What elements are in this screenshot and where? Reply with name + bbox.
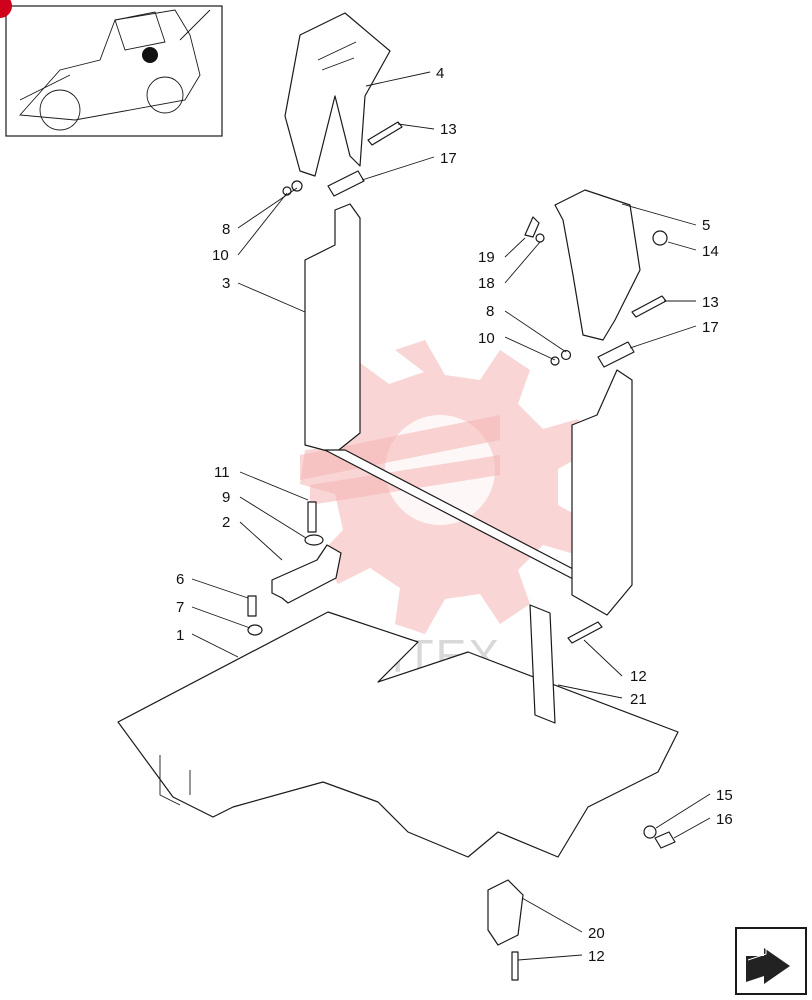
part-11-bolt bbox=[307, 501, 317, 533]
callout-19: 19 bbox=[478, 249, 495, 266]
location-dot bbox=[142, 47, 158, 63]
callout-12: 12 bbox=[630, 668, 647, 685]
part-21-plate bbox=[529, 604, 556, 724]
watermark-gear bbox=[300, 340, 590, 634]
callout-5: 5 bbox=[702, 217, 710, 234]
callout-18: 18 bbox=[478, 275, 495, 292]
part-13-bolt-right bbox=[631, 295, 667, 318]
callout-20: 20 bbox=[588, 925, 605, 942]
part-7-nut bbox=[247, 624, 263, 636]
callout-12: 12 bbox=[588, 948, 605, 965]
part-16-bushing bbox=[654, 831, 676, 849]
callout-7: 7 bbox=[176, 599, 184, 616]
callout-8: 8 bbox=[222, 221, 230, 238]
callout-10: 10 bbox=[478, 330, 495, 347]
callout-3: 3 bbox=[222, 275, 230, 292]
callout-1: 1 bbox=[176, 627, 184, 644]
callout-2: 2 bbox=[222, 514, 230, 531]
callout-4: 4 bbox=[436, 65, 444, 82]
part-15-washer bbox=[643, 825, 657, 839]
callout-9: 9 bbox=[222, 489, 230, 506]
part-12-bolt-lower bbox=[511, 951, 519, 981]
arrow-next-icon[interactable] bbox=[735, 927, 807, 995]
part-20-bracket bbox=[487, 879, 524, 946]
part-8-washer-left bbox=[291, 180, 303, 192]
callout-21: 21 bbox=[630, 691, 647, 708]
part-9-washer bbox=[304, 534, 324, 546]
callout-10: 10 bbox=[212, 247, 229, 264]
callout-11: 11 bbox=[214, 464, 230, 481]
part-10-nut-right bbox=[550, 356, 560, 366]
part-10-nut-left bbox=[282, 186, 292, 196]
callout-13: 13 bbox=[440, 121, 457, 138]
part-8-washer-right bbox=[560, 349, 572, 361]
callout-16: 16 bbox=[716, 811, 733, 828]
part-3-frame bbox=[304, 203, 633, 616]
part-4-bracket bbox=[284, 12, 391, 177]
callout-15: 15 bbox=[716, 787, 733, 804]
callout-13: 13 bbox=[702, 294, 719, 311]
part-18-washer bbox=[535, 233, 545, 243]
part-17-pin-right bbox=[597, 341, 635, 368]
backhoe-loader-thumbnail bbox=[0, 0, 223, 137]
callout-8: 8 bbox=[486, 303, 494, 320]
callout-14: 14 bbox=[702, 243, 719, 260]
callout-17: 17 bbox=[440, 150, 457, 167]
callout-6: 6 bbox=[176, 571, 184, 588]
part-5-bracket bbox=[554, 189, 641, 341]
part-12-bolt-upper bbox=[567, 621, 603, 644]
part-17-pin-upper bbox=[327, 170, 365, 197]
callout-labels: 4 13 17 8 10 3 5 19 14 18 8 13 10 17 11 … bbox=[176, 65, 733, 965]
part-13-bolt-upper bbox=[367, 121, 403, 146]
leader-lines bbox=[191, 71, 711, 961]
corner-marker bbox=[0, 0, 12, 18]
part-2-clamp bbox=[271, 544, 342, 604]
part-6-bolt bbox=[247, 595, 257, 617]
part-14-ring bbox=[652, 230, 668, 246]
part-19-lever bbox=[524, 216, 540, 238]
callout-17: 17 bbox=[702, 319, 719, 336]
part-1-chassis bbox=[117, 611, 679, 858]
